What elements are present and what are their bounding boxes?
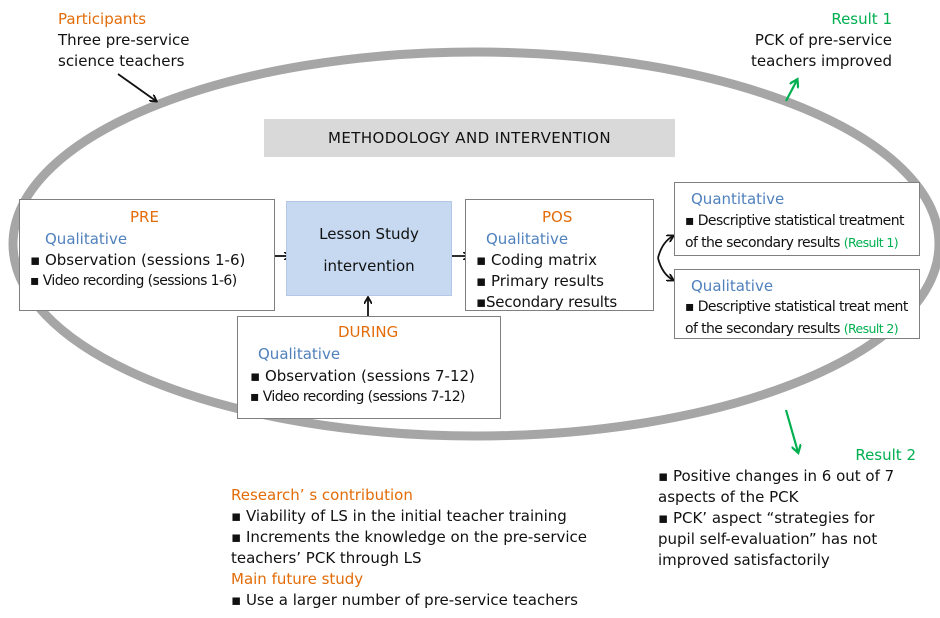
contribution-item: Viability of LS in the initial teacher t… (231, 506, 587, 527)
qualitative-line: Descriptive statistical treat ment (685, 297, 909, 317)
result2-block: Result 2 Positive changes in 6 out of 7 … (658, 445, 920, 571)
result2-tag: (Result 2) (843, 321, 899, 336)
result2-line: improved satisfactorily (658, 551, 830, 569)
participants-block: Participants Three pre-service science t… (58, 9, 189, 72)
lesson-study-box: Lesson Study intervention (286, 201, 452, 296)
pos-item: Coding matrix (476, 250, 597, 271)
quantitative-line: of the secondary results (Result 1) (685, 233, 899, 253)
future-title: Main future study (231, 570, 364, 588)
result2-line: Positive changes in 6 out of 7 (658, 466, 920, 487)
quantitative-line2: of the secondary results (685, 235, 840, 251)
pos-to-quantitative-arrow (657, 236, 673, 259)
pos-item: ▪Secondary results (476, 293, 618, 311)
result1-line: PCK of pre-service (754, 31, 892, 49)
quantitative-line: Descriptive statistical treatment (685, 211, 905, 231)
lesson-study-line: Lesson Study (319, 225, 419, 243)
during-item: Observation (sessions 7-12) (250, 366, 475, 387)
quantitative-title: Quantitative (691, 190, 785, 208)
result2-arrow (784, 409, 798, 452)
pre-item: Observation (sessions 1-6) (30, 250, 245, 271)
pos-box: POS Qualitative Coding matrix Primary re… (465, 199, 654, 311)
qualitative-title: Qualitative (691, 277, 774, 295)
pos-title: POS (542, 208, 573, 226)
result2-title: Result 2 (855, 446, 916, 464)
pre-title: PRE (130, 208, 159, 226)
result1-block: Result 1 PCK of pre-service teachers imp… (720, 9, 892, 72)
result1-tag: (Result 1) (843, 235, 899, 250)
contribution-item-cont: teachers’ PCK through LS (231, 549, 422, 567)
qualitative-line2: of the secondary results (685, 321, 840, 337)
pre-item: Video recording (sessions 1-6) (30, 271, 237, 291)
during-title: DURING (338, 323, 399, 341)
lesson-study-line: intervention (323, 257, 415, 275)
result2-line: PCK’ aspect “strategies for (658, 508, 920, 529)
pre-method: Qualitative (45, 230, 128, 248)
result2-line: pupil self-evaluation” has not (658, 530, 878, 548)
pos-item: Primary results (476, 271, 604, 292)
during-method: Qualitative (258, 345, 341, 363)
result2-line: aspects of the PCK (658, 488, 799, 506)
pos-method: Qualitative (486, 230, 569, 248)
result1-arrow (785, 80, 797, 102)
pos-item-label: Secondary results (485, 293, 618, 311)
during-item: Video recording (sessions 7-12) (250, 387, 466, 407)
methodology-title: METHODOLOGY AND INTERVENTION (328, 128, 611, 147)
during-box: DURING Qualitative Observation (sessions… (237, 316, 501, 419)
quantitative-box: Quantitative Descriptive statistical tre… (674, 182, 920, 256)
pre-box: PRE Qualitative Observation (sessions 1-… (19, 199, 275, 311)
participants-arrow (117, 73, 156, 101)
qualitative-line: of the secondary results (Result 2) (685, 319, 899, 339)
future-item: Use a larger number of pre-service teach… (231, 590, 587, 611)
methodology-ellipse (8, 47, 940, 441)
methodology-title-bar: METHODOLOGY AND INTERVENTION (264, 119, 675, 157)
result1-title: Result 1 (831, 10, 892, 28)
participants-line: science teachers (58, 52, 185, 70)
pos-to-qualitative-arrow (657, 257, 673, 280)
contribution-item: Increments the knowledge on the pre-serv… (231, 527, 587, 548)
participants-line: Three pre-service (58, 31, 190, 49)
qualitative-box: Qualitative Descriptive statistical trea… (674, 269, 920, 339)
participants-title: Participants (58, 10, 147, 28)
result1-line: teachers improved (751, 52, 892, 70)
contribution-title: Research’ s contribution (231, 486, 413, 504)
contribution-block: Research’ s contribution Viability of LS… (231, 485, 587, 611)
